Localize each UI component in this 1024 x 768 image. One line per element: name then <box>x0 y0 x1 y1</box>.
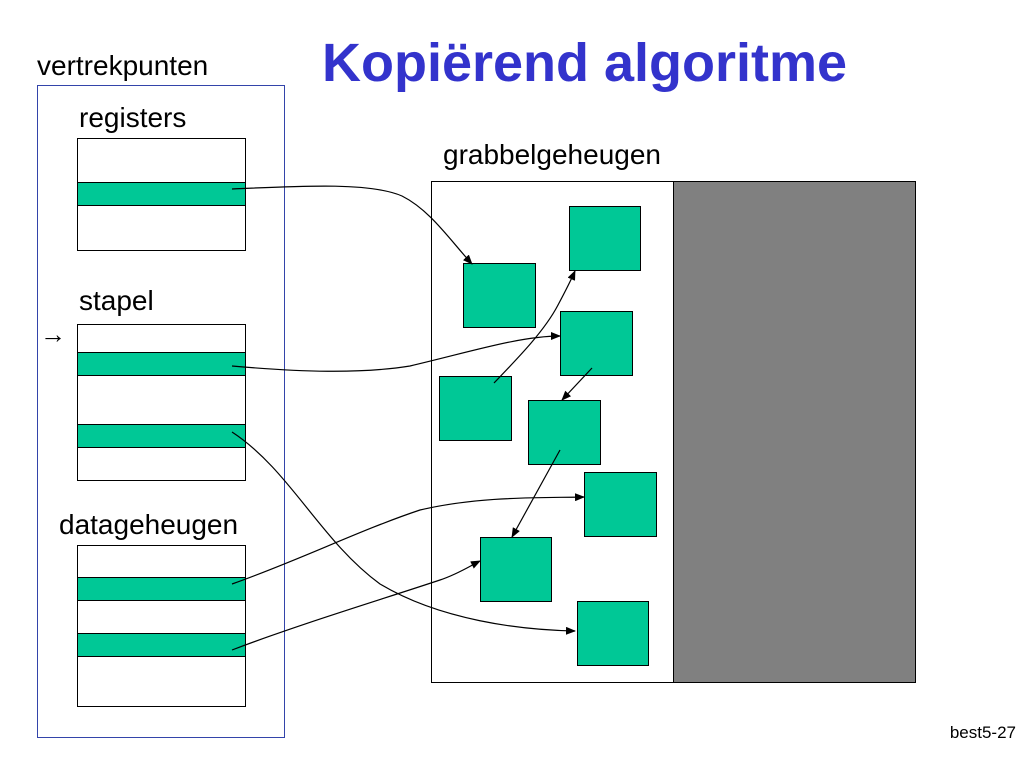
stack-slot-1 <box>77 352 246 376</box>
arrow-data2-to-object <box>231 560 481 651</box>
registers-label: registers <box>79 102 187 133</box>
stack-label: stapel <box>79 285 154 316</box>
data-memory-label: datageheugen <box>59 509 239 540</box>
heap-used-space <box>673 181 916 683</box>
arrow-data1-to-object <box>231 493 585 585</box>
arrow-stack2-to-object <box>231 431 576 635</box>
heap-object-3 <box>560 311 633 376</box>
heap-object-1 <box>569 206 641 271</box>
heap-object-6 <box>584 472 657 537</box>
stack-box <box>77 324 246 481</box>
roots-frame <box>37 85 285 738</box>
heap-object-8 <box>577 601 649 666</box>
arrow-register-to-object <box>231 185 473 265</box>
arrow-stack1-to-object <box>231 332 561 372</box>
arrow-object5-to-object7 <box>511 449 561 538</box>
slide-title: Kopiërend algoritme <box>322 33 848 93</box>
data-memory-box <box>77 545 246 707</box>
roots-label: vertrekpunten <box>37 50 209 81</box>
arrow-object3-to-object5 <box>561 367 593 401</box>
arrow-object4-to-object1 <box>493 270 576 384</box>
heap-object-5 <box>528 400 601 465</box>
data-slot-2 <box>77 633 246 657</box>
stack-pointer-arrow: → <box>40 319 66 349</box>
register-slot <box>77 182 246 206</box>
data-slot-1 <box>77 577 246 601</box>
stack-slot-2 <box>77 424 246 448</box>
heap-object-4 <box>439 376 512 441</box>
heap-label: grabbelgeheugen <box>443 139 661 170</box>
page-number: best5-27 <box>949 723 1016 742</box>
heap-object-2 <box>463 263 536 328</box>
